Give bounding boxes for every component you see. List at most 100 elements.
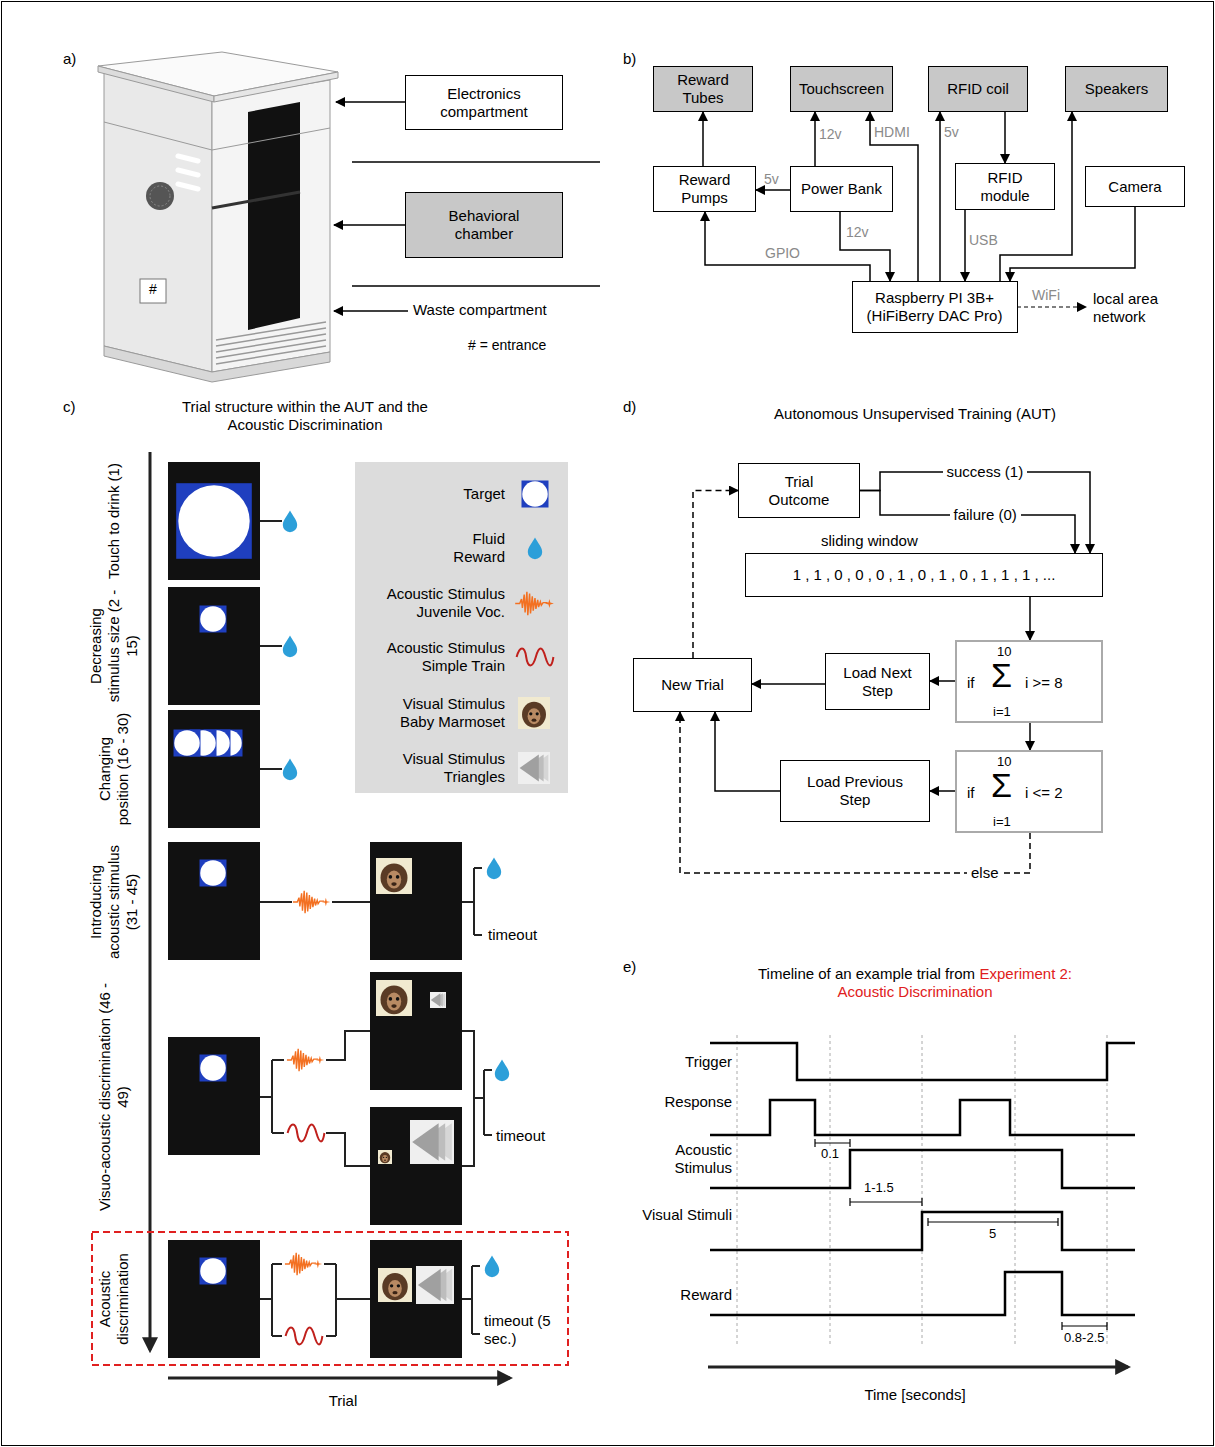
compartment-box: Electronics compartment	[405, 75, 563, 130]
sum-lower-limit: i=1	[993, 815, 1011, 828]
text-label: d)	[623, 398, 636, 416]
wifi-link	[1017, 306, 1086, 308]
hardware-box: RFID coil	[928, 66, 1028, 112]
text-label: Reward	[632, 1286, 732, 1304]
connector-arrow	[814, 112, 816, 166]
hardware-box: Power Bank	[790, 166, 893, 212]
box-label: Trial Outcome	[764, 473, 834, 509]
box-label: Load Next Step	[838, 664, 918, 700]
connector-arrow	[1010, 207, 1135, 281]
legend-label: Visual Stimulus Baby Marmoset	[370, 695, 505, 731]
edge-label: else	[967, 864, 1003, 882]
controller-box: Raspberry PI 3B+ (HiFiBerry DAC Pro)	[852, 281, 1018, 333]
text-label: b)	[623, 50, 636, 68]
legend-label: Visual Stimulus Triangles	[370, 750, 505, 786]
text-label: WiFi	[1032, 287, 1060, 304]
hardware-box: RFID module	[955, 163, 1055, 210]
box-content: Load Next Step	[826, 654, 929, 709]
text-label: Trial structure within the AUT and the A…	[180, 398, 430, 434]
condition-box: 10 if Σi >= 8 i=1	[955, 640, 1103, 723]
process-box: Trial Outcome	[738, 463, 860, 518]
box-content: Reward Tubes	[654, 67, 752, 111]
sum-upper-limit: 10	[997, 755, 1011, 768]
edge-label: 12v	[819, 126, 842, 143]
box-content: 1 , 1 , 0 , 0 , 0 , 1 , 0 , 1 , 0 , 1 , …	[746, 554, 1102, 596]
text-label: Waste compartment	[413, 301, 547, 319]
connector-arrow	[752, 683, 825, 685]
connector-arrow	[1004, 112, 1006, 163]
legend-label: Acoustic Stimulus Juvenile Voc.	[370, 585, 505, 621]
box-label: Touchscreen	[799, 80, 884, 98]
connector-arrow	[756, 189, 790, 191]
text-label: c)	[63, 398, 76, 416]
connector-arrow	[1029, 597, 1031, 640]
box-content: Touchscreen	[791, 67, 892, 111]
legend-label: Target	[405, 485, 505, 503]
text-label: Trigger	[632, 1053, 732, 1071]
connector-arrow	[715, 712, 780, 791]
panel-title-part: Timeline of an example trial from	[758, 965, 975, 982]
box-label: Behavioral chamber	[429, 207, 539, 243]
text-label: 0.8-2.5	[1062, 1330, 1106, 1346]
trial-structure	[92, 452, 568, 1378]
box-content: RFID coil	[929, 67, 1027, 111]
hardware-box: Speakers	[1065, 66, 1168, 112]
stage-label: Introducing acoustic stimulus (31 - 45)	[87, 837, 141, 967]
connector-arrow	[930, 790, 955, 792]
sum-lower-limit: i=1	[993, 705, 1011, 718]
text-label: Acoustic Stimulus	[632, 1141, 732, 1177]
edge-label: GPIO	[765, 245, 800, 262]
box-content: Electronics compartment	[406, 76, 562, 129]
text-label: timeout	[488, 926, 537, 944]
box-label: Load Previous Step	[800, 773, 910, 809]
sum-upper-limit: 10	[997, 645, 1011, 658]
box-label: Power Bank	[801, 180, 882, 198]
stage-label: Touch to drink (1)	[105, 462, 123, 580]
box-label: Reward Tubes	[668, 71, 738, 107]
process-box: Load Next Step	[825, 653, 930, 710]
box-content: Power Bank	[791, 167, 892, 211]
box-content: Load Previous Step	[781, 761, 929, 821]
condition-box: 10ifΣi <= 2i=1	[955, 750, 1103, 833]
callout-arrows	[334, 102, 600, 311]
edge-label: HDMI	[874, 124, 910, 141]
box-content: Camera	[1086, 167, 1184, 206]
process-box: New Trial	[633, 658, 752, 712]
connector-arrow	[702, 112, 704, 166]
text-label: Visual Stimuli	[632, 1206, 732, 1224]
edge-label: success (1)	[943, 463, 1028, 481]
text-label: timeout	[496, 1127, 545, 1145]
connector-arrow	[930, 680, 955, 682]
connector-arrow	[939, 112, 941, 281]
text-label: Response	[632, 1093, 732, 1111]
text-label: timeout (5 sec.)	[484, 1312, 560, 1348]
text-label: 0.1	[819, 1146, 841, 1162]
timing-diagram	[708, 1035, 1135, 1367]
sum-symbol: Σ	[991, 658, 1012, 692]
box-content: RFID module	[956, 164, 1054, 209]
stage-label: Acoustic discrimination	[96, 1239, 132, 1359]
window-heading: sliding window	[821, 532, 918, 550]
edge-label: USB	[969, 232, 998, 249]
text-label: Autonomous Unsupervised Training (AUT)	[700, 405, 1130, 423]
edge-label: 12v	[846, 224, 869, 241]
condition-if: if	[967, 675, 975, 690]
hardware-box: Reward Pumps	[653, 166, 756, 212]
stage-label: Changing position (16 - 30)	[96, 710, 132, 828]
box-label: Reward Pumps	[670, 171, 740, 207]
compartment-box: Behavioral chamber	[405, 192, 563, 258]
text-label: e)	[623, 958, 636, 976]
text-label: # = entrance	[468, 337, 546, 354]
legend-label: Fluid Reward	[445, 530, 505, 566]
hardware-box: Camera	[1085, 166, 1185, 207]
connector-arrow	[693, 491, 738, 659]
box-label: RFID module	[970, 169, 1040, 205]
text-label: local area network	[1093, 290, 1188, 326]
condition-threshold: i >= 8	[1025, 675, 1063, 690]
connector-arrow	[705, 212, 870, 281]
box-label: Camera	[1108, 178, 1161, 196]
condition-if: if	[967, 785, 975, 800]
